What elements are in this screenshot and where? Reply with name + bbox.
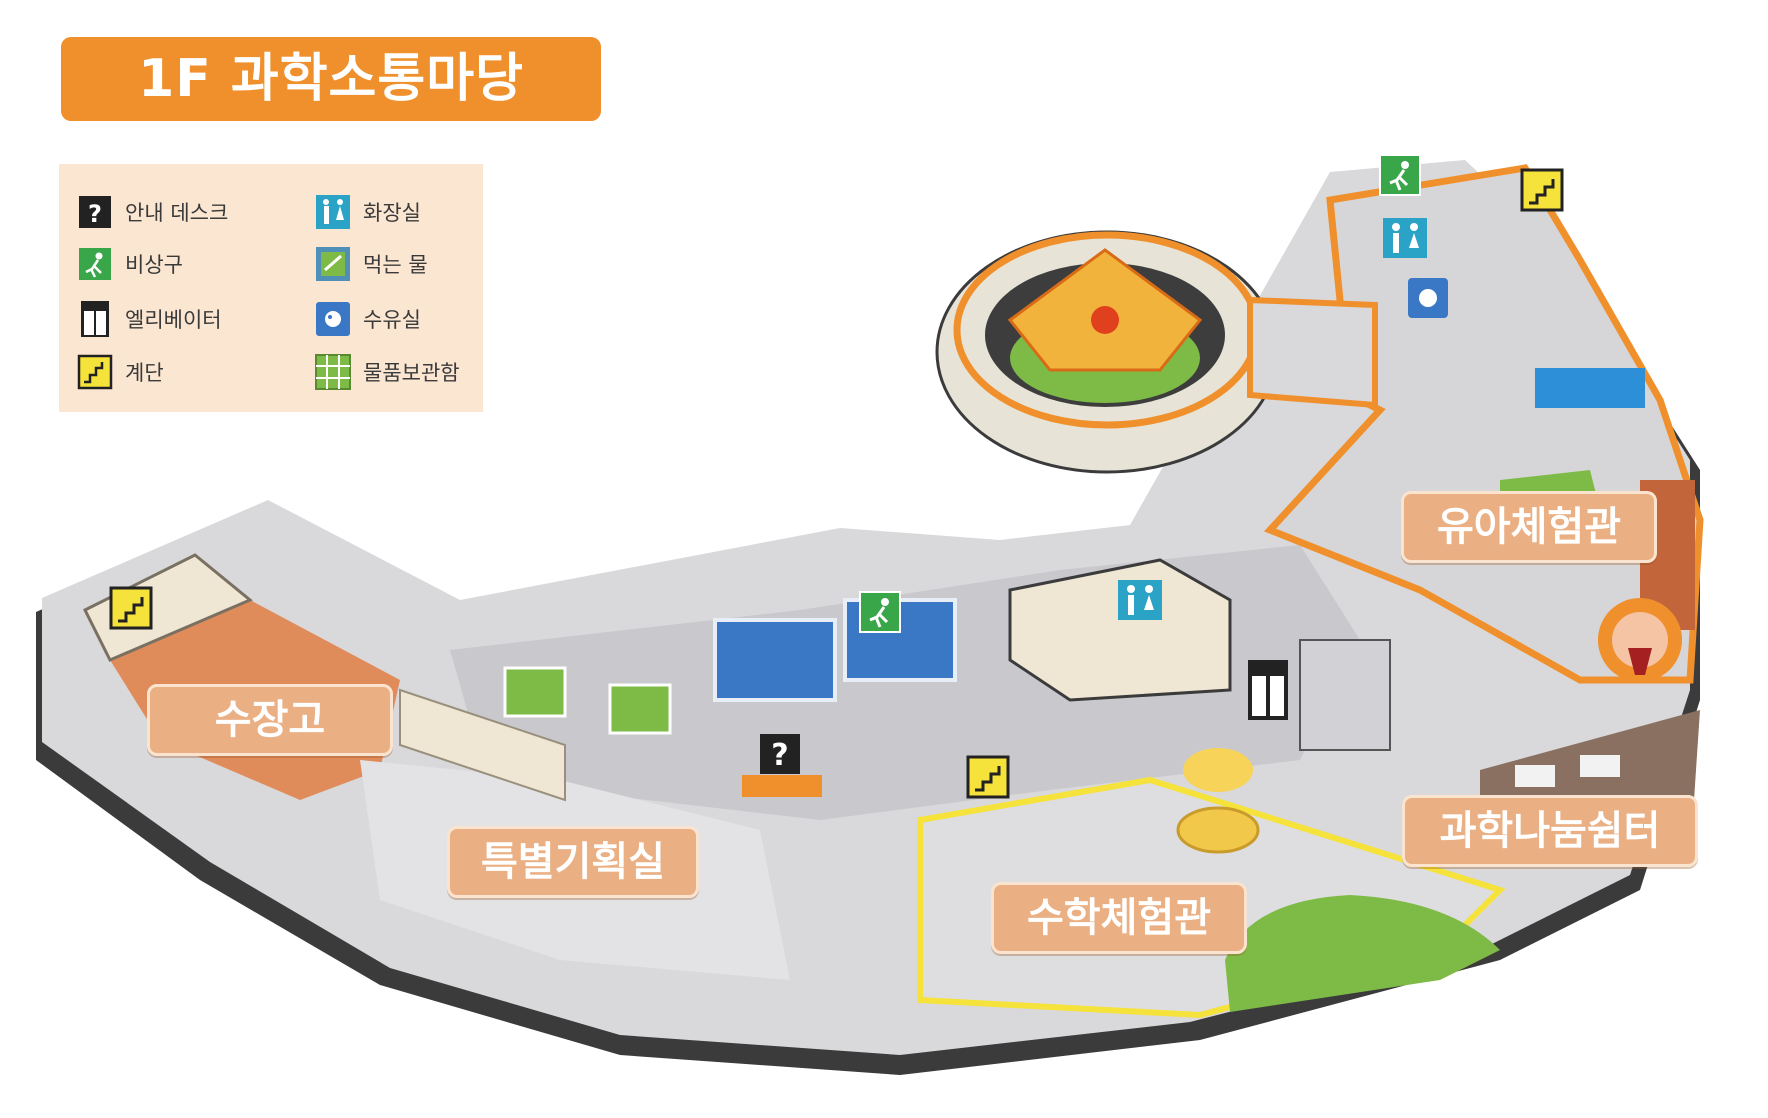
rotunda-tent-center — [1091, 306, 1119, 334]
emergency-exit-icon — [79, 248, 111, 280]
stairs-icon — [966, 755, 1010, 799]
elevator-block — [1299, 639, 1391, 751]
map-legend: ? 안내 데스크 비상구 엘리베이터 계단 화장실 — [59, 164, 483, 412]
area-label-storage[interactable]: 수장고 — [147, 684, 393, 756]
legend-item-info-desk: ? 안내 데스크 — [77, 192, 228, 232]
legend-item-emergency-exit: 비상구 — [77, 244, 183, 284]
science-rest-furniture — [1580, 755, 1620, 777]
math-hall-sculpture — [1176, 806, 1260, 854]
legend-item-restroom: 화장실 — [315, 192, 421, 232]
storage-wall — [82, 553, 253, 662]
legend-item-locker: 물품보관함 — [315, 352, 460, 392]
restroom-icon — [1118, 580, 1162, 620]
legend-item-drinking-water: 먹는 물 — [315, 244, 428, 284]
locker-icon — [315, 354, 351, 390]
svg-text:?: ? — [88, 200, 102, 228]
emergency-exit-icon — [859, 591, 901, 633]
stairs-icon — [109, 586, 153, 630]
math-hall-sculpture-top — [1183, 748, 1253, 792]
rotunda-connector — [1247, 296, 1378, 409]
kids-hall-character-face — [1612, 612, 1668, 668]
area-label-math-hall[interactable]: 수학체험관 — [991, 882, 1247, 954]
info-desk-icon: ? — [79, 196, 111, 228]
stairs-icon — [1520, 168, 1564, 212]
legend-label: 안내 데스크 — [125, 201, 229, 225]
floor-title: 1F 과학소통마당 — [61, 37, 601, 121]
legend-label: 화장실 — [363, 201, 421, 225]
legend-item-nursing-room: 수유실 — [315, 299, 421, 339]
legend-label: 수유실 — [363, 308, 421, 332]
kids-hall-character-mouth — [1628, 648, 1652, 675]
science-rest-furniture — [1515, 765, 1555, 787]
glass-front — [713, 618, 837, 702]
info-desk — [742, 775, 822, 797]
area-label-kids-hall[interactable]: 유아체험관 — [1401, 491, 1657, 563]
locker-block — [503, 666, 567, 718]
legend-label: 비상구 — [125, 253, 183, 277]
restroom-icon — [1383, 218, 1427, 258]
legend-label: 물품보관함 — [363, 361, 460, 385]
kids-hall-play-mat — [1535, 368, 1645, 408]
legend-item-elevator: 엘리베이터 — [77, 299, 222, 339]
legend-label: 계단 — [125, 361, 164, 385]
nursing-room-icon — [1408, 278, 1448, 318]
area-label-science-rest[interactable]: 과학나눔쉼터 — [1402, 795, 1698, 867]
drinking-water-icon — [316, 247, 350, 281]
stairs-icon — [77, 354, 113, 390]
area-label-special-exhibit[interactable]: 특별기획실 — [447, 826, 699, 898]
info-desk-icon: ? — [760, 734, 800, 774]
nursing-room-icon — [316, 302, 350, 336]
legend-label: 엘리베이터 — [125, 308, 222, 332]
legend-item-stairs: 계단 — [77, 352, 164, 392]
restroom-icon — [316, 195, 350, 229]
math-hall-grass — [1225, 895, 1500, 1012]
elevator-icon — [1248, 660, 1288, 720]
special-exhibit-wall — [399, 688, 566, 802]
locker-block — [608, 683, 672, 735]
emergency-exit-icon — [1379, 154, 1421, 196]
restroom-block — [1008, 558, 1232, 702]
elevator-icon — [81, 301, 109, 337]
svg-text:?: ? — [771, 738, 788, 773]
legend-label: 먹는 물 — [363, 253, 428, 277]
